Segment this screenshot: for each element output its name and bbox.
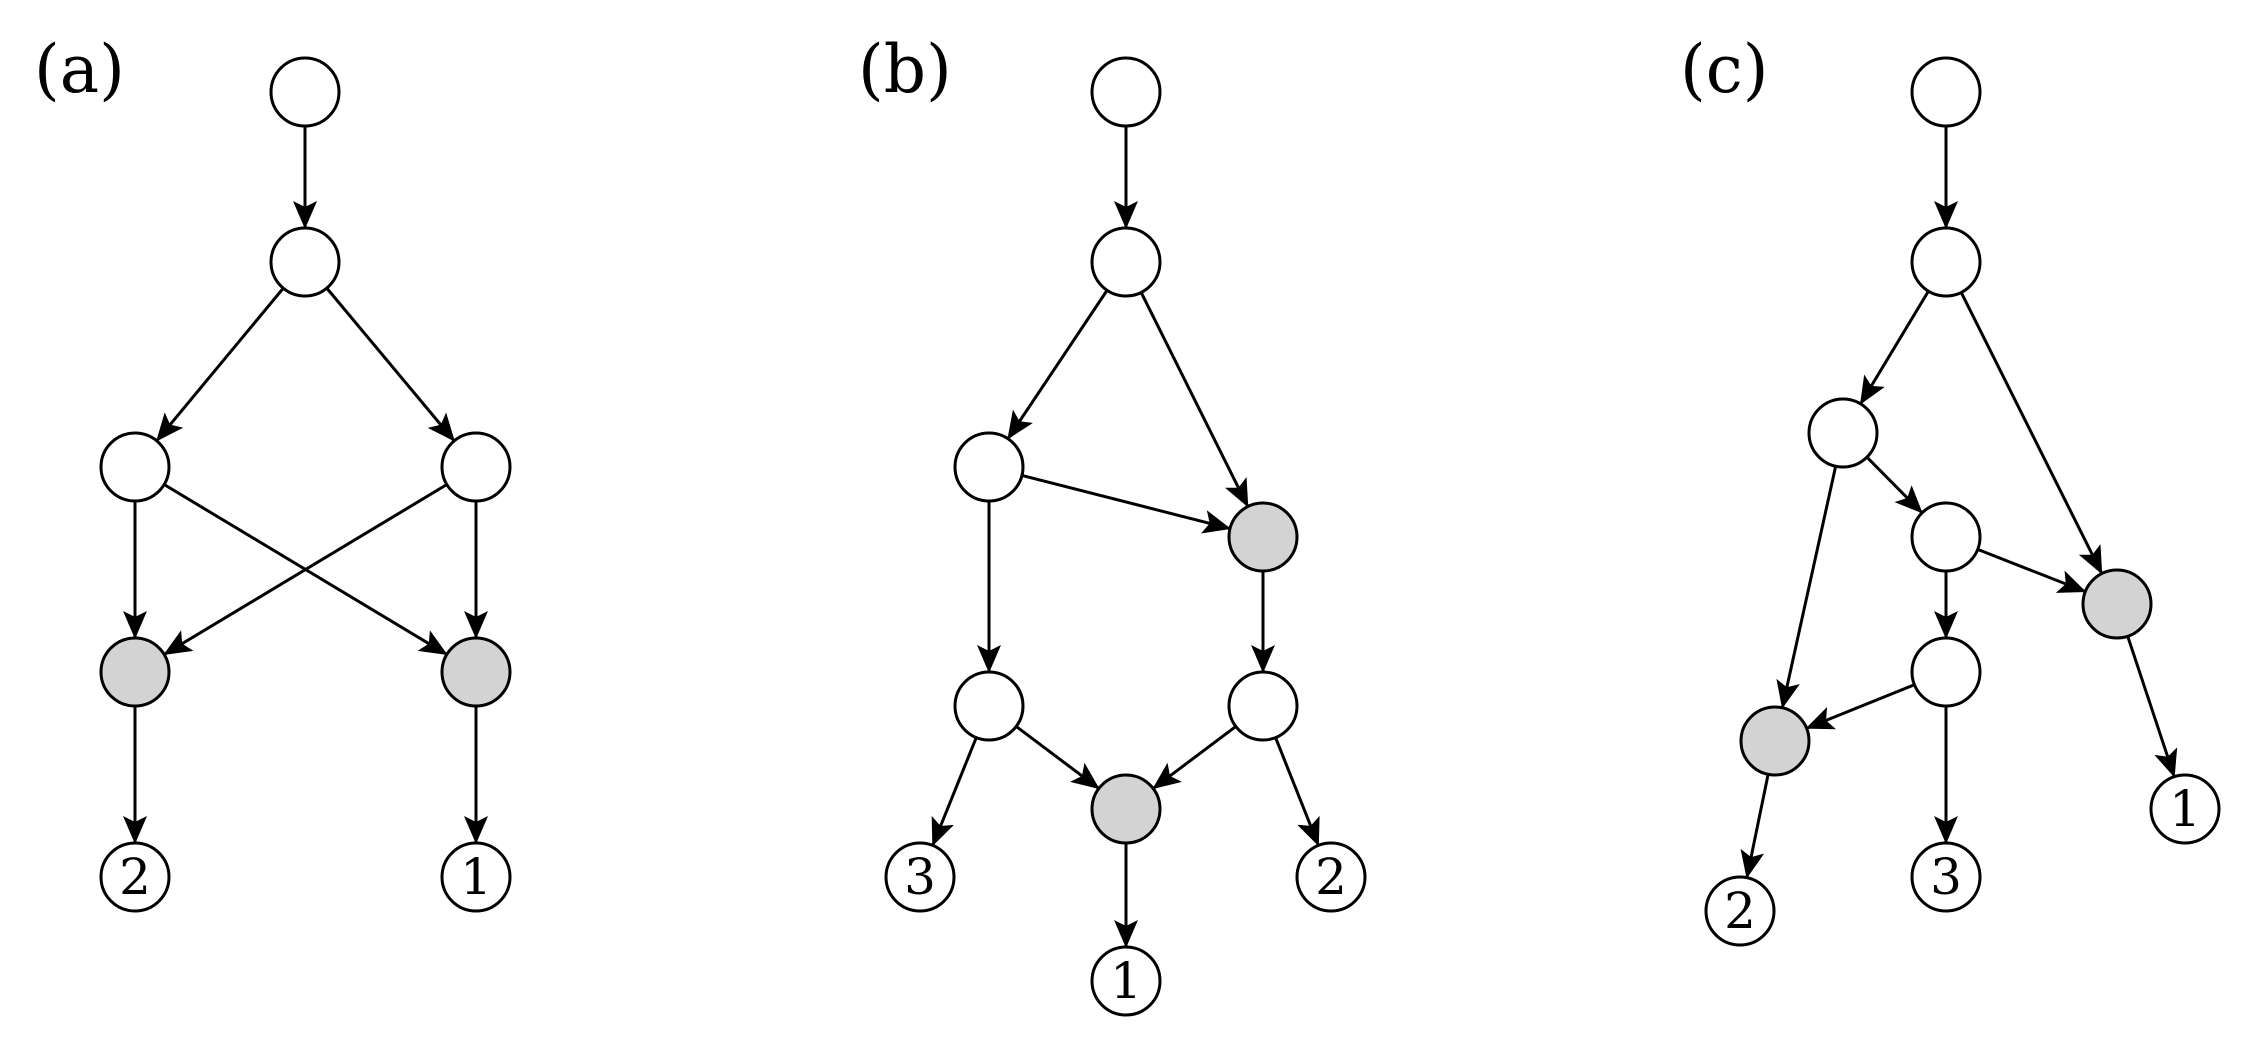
node-number: 3 bbox=[1930, 848, 1962, 906]
edge-c2-c3 bbox=[1865, 456, 1923, 514]
edge-c1-c2 bbox=[1859, 290, 1930, 405]
shaded-node bbox=[1227, 501, 1299, 573]
edge-a1-a2 bbox=[156, 287, 285, 442]
node bbox=[2149, 773, 2221, 845]
shaded-node bbox=[1090, 773, 1162, 845]
panel-label-a: (a) bbox=[34, 31, 125, 108]
edge-c2-c6 bbox=[1776, 465, 1838, 709]
node bbox=[99, 841, 171, 913]
node bbox=[440, 841, 512, 913]
edge-b5-b8 bbox=[1274, 737, 1320, 847]
node bbox=[1910, 636, 1982, 708]
node bbox=[884, 841, 956, 913]
node-number: 2 bbox=[1315, 848, 1347, 906]
node bbox=[953, 431, 1025, 503]
edge-c5-c6 bbox=[1805, 683, 1916, 730]
panel-label-c: (c) bbox=[1680, 31, 1768, 108]
node bbox=[1090, 226, 1162, 298]
node bbox=[1807, 397, 1879, 469]
node bbox=[1910, 226, 1982, 298]
node-number: 1 bbox=[1110, 952, 1142, 1010]
node bbox=[1295, 841, 1367, 913]
edge-b4-b7 bbox=[931, 736, 978, 847]
shaded-node bbox=[1739, 705, 1811, 777]
node-number: 2 bbox=[1724, 882, 1756, 940]
node bbox=[1910, 501, 1982, 573]
node bbox=[1910, 56, 1982, 128]
nodes-layer: 2 1 3 2 1 1 3 2 bbox=[99, 56, 2221, 1017]
labels-layer: (a) (b) (c) bbox=[34, 31, 1768, 108]
edge-b4-b6 bbox=[1015, 725, 1100, 790]
node bbox=[1704, 875, 1776, 947]
node bbox=[1227, 670, 1299, 742]
shaded-node bbox=[99, 636, 171, 708]
node bbox=[953, 670, 1025, 742]
edge-b5-b6 bbox=[1152, 725, 1237, 790]
edge-c6-c9 bbox=[1740, 773, 1770, 879]
node-number: 2 bbox=[119, 848, 151, 906]
node bbox=[99, 431, 171, 503]
edge-b2-b3 bbox=[1021, 473, 1232, 534]
shaded-node bbox=[2081, 568, 2153, 640]
node-number: 1 bbox=[460, 848, 492, 906]
node bbox=[1910, 841, 1982, 913]
edge-c1-c4 bbox=[1959, 291, 2103, 575]
edges-layer bbox=[123, 126, 2178, 948]
node-number: 3 bbox=[904, 848, 936, 906]
node bbox=[440, 431, 512, 503]
node bbox=[269, 226, 341, 298]
panel-label-b: (b) bbox=[858, 31, 952, 108]
node bbox=[1090, 56, 1162, 128]
edge-b1-b2 bbox=[1007, 289, 1109, 440]
node bbox=[1090, 945, 1162, 1017]
shaded-node bbox=[440, 636, 512, 708]
edge-a3-a4 bbox=[163, 483, 448, 656]
edge-b1-b3 bbox=[1139, 291, 1249, 508]
node-number: 1 bbox=[2169, 780, 2201, 838]
edge-c4-c7 bbox=[2126, 635, 2178, 778]
node bbox=[269, 56, 341, 128]
edge-c3-c4 bbox=[1977, 548, 2087, 593]
edge-a1-a3 bbox=[325, 287, 455, 442]
